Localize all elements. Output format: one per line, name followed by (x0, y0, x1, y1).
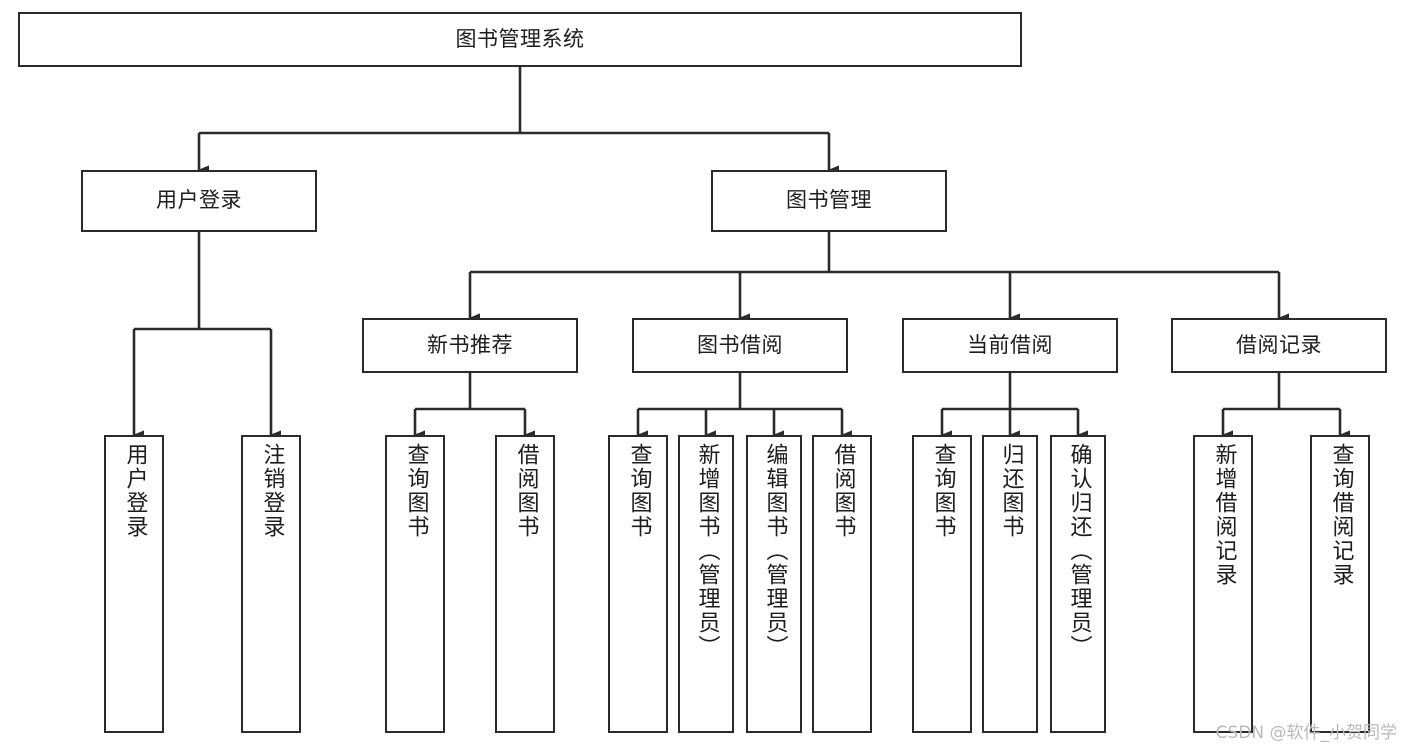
node-leaf-query-book-2-label: 查询图书 (626, 443, 652, 539)
node-leaf-return-book[interactable]: 归还图书 (982, 435, 1038, 733)
node-book-borrow[interactable]: 图书借阅 (632, 318, 848, 373)
node-leaf-query-record[interactable]: 查询借阅记录 (1310, 435, 1370, 733)
node-borrow-record[interactable]: 借阅记录 (1171, 318, 1387, 373)
node-leaf-user-login-label: 用户登录 (122, 443, 148, 539)
node-book-borrow-label: 图书借阅 (697, 332, 783, 357)
node-current-borrow[interactable]: 当前借阅 (902, 318, 1118, 373)
node-current-borrow-label: 当前借阅 (967, 332, 1053, 357)
node-leaf-add-record[interactable]: 新增借阅记录 (1193, 435, 1253, 733)
node-leaf-add-book[interactable]: 新增图书（管理员） (678, 435, 734, 733)
node-borrow-record-label: 借阅记录 (1236, 332, 1322, 357)
node-leaf-query-book-2[interactable]: 查询图书 (608, 435, 668, 733)
node-leaf-return-book-label: 归还图书 (998, 443, 1024, 539)
node-leaf-query-book-1-label: 查询图书 (403, 443, 429, 539)
csdn-watermark: CSDN @软件_小贺同学 (1215, 723, 1397, 743)
node-leaf-user-logout-label: 注销登录 (259, 443, 285, 539)
node-book-manage[interactable]: 图书管理 (711, 170, 947, 232)
node-root[interactable]: 图书管理系统 (18, 12, 1022, 67)
node-new-book-recommend-label: 新书推荐 (427, 332, 513, 357)
node-user-login[interactable]: 用户登录 (81, 170, 317, 232)
node-leaf-query-record-label: 查询借阅记录 (1328, 443, 1354, 587)
node-leaf-query-book-1[interactable]: 查询图书 (385, 435, 445, 733)
node-book-manage-label: 图书管理 (786, 188, 872, 213)
node-leaf-add-record-label: 新增借阅记录 (1211, 443, 1237, 587)
node-leaf-user-logout[interactable]: 注销登录 (241, 435, 301, 733)
node-leaf-confirm-return[interactable]: 确认归还（管理员） (1050, 435, 1106, 733)
node-leaf-add-book-label: 新增图书（管理员） (694, 443, 720, 659)
node-leaf-borrow-book-1-label: 借阅图书 (513, 443, 539, 539)
node-leaf-edit-book-label: 编辑图书（管理员） (762, 443, 788, 659)
node-leaf-query-book-3-label: 查询图书 (930, 443, 956, 539)
node-leaf-user-login[interactable]: 用户登录 (104, 435, 164, 733)
node-root-label: 图书管理系统 (455, 26, 585, 51)
node-leaf-borrow-book-2[interactable]: 借阅图书 (812, 435, 872, 733)
node-user-login-label: 用户登录 (156, 188, 242, 213)
node-leaf-edit-book[interactable]: 编辑图书（管理员） (746, 435, 802, 733)
node-leaf-confirm-return-label: 确认归还（管理员） (1066, 443, 1092, 659)
node-new-book-recommend[interactable]: 新书推荐 (362, 318, 578, 373)
node-leaf-borrow-book-2-label: 借阅图书 (830, 443, 856, 539)
node-leaf-borrow-book-1[interactable]: 借阅图书 (495, 435, 555, 733)
node-leaf-query-book-3[interactable]: 查询图书 (912, 435, 972, 733)
